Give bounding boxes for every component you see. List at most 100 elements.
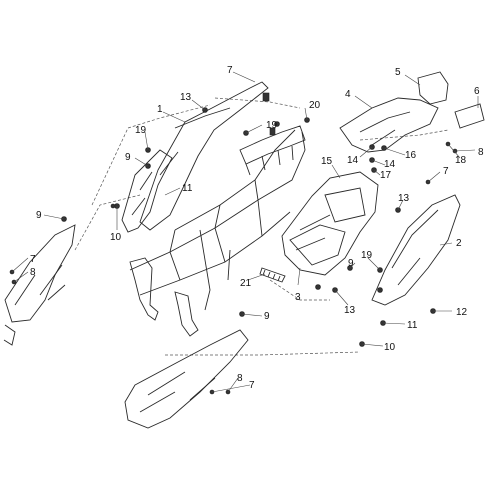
callout-14b: 14 (384, 159, 396, 170)
leader-line (144, 131, 149, 151)
leader-line (13, 271, 29, 283)
leader-line (427, 171, 441, 183)
leader-line (11, 257, 29, 273)
leader-line (371, 159, 386, 166)
fender-15-lower-tray (289, 224, 346, 266)
subframe-tube (199, 229, 231, 311)
leader-line (245, 124, 263, 134)
callout-20: 20 (309, 100, 321, 111)
cover-2-inner (391, 209, 439, 286)
leader-line (241, 313, 263, 317)
leader-line (164, 187, 181, 196)
rear-cowl-drawing (339, 71, 485, 153)
guide-line-bottom (165, 351, 361, 356)
callout-7c: 7 (30, 254, 36, 265)
leader-line (191, 99, 206, 111)
subframe-cross-1 (169, 199, 263, 281)
leader-line (439, 242, 453, 246)
lower-cover-inner (139, 371, 216, 413)
leader-line (247, 273, 266, 281)
clip-icon (269, 127, 276, 136)
screw-icon (110, 203, 116, 209)
callout-11b: 11 (407, 320, 418, 331)
subframe-drawing (129, 125, 306, 337)
callout-12: 12 (456, 307, 468, 318)
fender-15-ribs (295, 214, 331, 251)
far-left-trim-inner (14, 264, 66, 306)
leader-line (162, 111, 186, 123)
leader-line (447, 143, 461, 159)
cover-2-outline (371, 194, 461, 306)
cowl-4-inner (359, 111, 411, 146)
leader-line (367, 257, 381, 271)
side-panel-left-detail (131, 171, 153, 216)
screw-icon (315, 284, 321, 290)
leader-line (331, 164, 341, 179)
leader-line (43, 214, 65, 220)
leader-line (454, 149, 476, 152)
callout-14a: 14 (347, 155, 359, 166)
callout-13c: 13 (344, 305, 356, 316)
callout-18: 18 (455, 155, 467, 166)
leader-line (211, 384, 251, 393)
callout-7d: 7 (249, 380, 255, 391)
guide-line-center (269, 279, 330, 301)
leader-line (383, 147, 406, 156)
bracket-21 (259, 267, 286, 283)
callout-13a: 13 (180, 92, 192, 103)
callout-19c: 19 (361, 250, 373, 261)
light-5-outline (417, 71, 449, 105)
callout-8c: 8 (237, 373, 243, 384)
side-panel-left-outline (121, 149, 173, 233)
rear-inner-fender-drawing (281, 171, 379, 276)
callout-19b: 19 (266, 120, 278, 131)
callout-15: 15 (321, 156, 333, 167)
leader-line (404, 74, 421, 86)
leader-lines (11, 71, 479, 393)
leader-line (227, 377, 239, 393)
leader-line (334, 289, 349, 306)
leader-line (232, 71, 256, 83)
far-left-trim-drawing (3, 224, 76, 346)
leader-line (373, 169, 381, 176)
guide-line-left (91, 104, 211, 206)
subframe-upper-mount (239, 125, 306, 165)
guide-line-right (359, 129, 449, 141)
callout-7a: 7 (227, 65, 233, 76)
callout-1: 1 (157, 104, 163, 115)
far-left-trim-tab (3, 324, 16, 346)
lower-left-cover-drawing (124, 329, 249, 429)
callout-7b: 7 (443, 166, 449, 177)
callout-8b: 8 (30, 267, 36, 278)
callout-19a: 19 (135, 125, 147, 136)
leader-line (359, 146, 373, 158)
cowl-4-outline (339, 97, 439, 153)
subframe-rear-bracket (174, 291, 199, 337)
callout-13b: 13 (398, 193, 410, 204)
fasteners (9, 92, 458, 395)
right-side-cover-drawing (371, 194, 461, 306)
callout-2: 2 (456, 238, 462, 249)
guide-line-left-2 (74, 194, 141, 251)
leader-line (382, 322, 406, 325)
screw-icon (377, 287, 383, 293)
callout-8a: 8 (478, 147, 484, 158)
leader-line (304, 107, 308, 121)
cover-1-inner (159, 107, 231, 176)
callout-9a: 9 (125, 152, 131, 163)
leader-line (354, 95, 373, 109)
subframe-cross-2 (169, 179, 259, 253)
bracket-21-drawing (259, 267, 286, 283)
leader-line (349, 262, 356, 269)
cover-1-outline (139, 81, 269, 231)
plate-6-outline (454, 103, 485, 129)
subframe-lattice (245, 145, 294, 176)
lower-cover-outline (124, 329, 249, 429)
leader-line (397, 199, 404, 211)
bracket-21-hatch (262, 269, 281, 282)
clip-icon (262, 92, 270, 102)
callout-labels: 1 2 3 4 5 6 7 7 7 7 8 8 8 9 9 9 9 10 10 … (30, 65, 484, 391)
